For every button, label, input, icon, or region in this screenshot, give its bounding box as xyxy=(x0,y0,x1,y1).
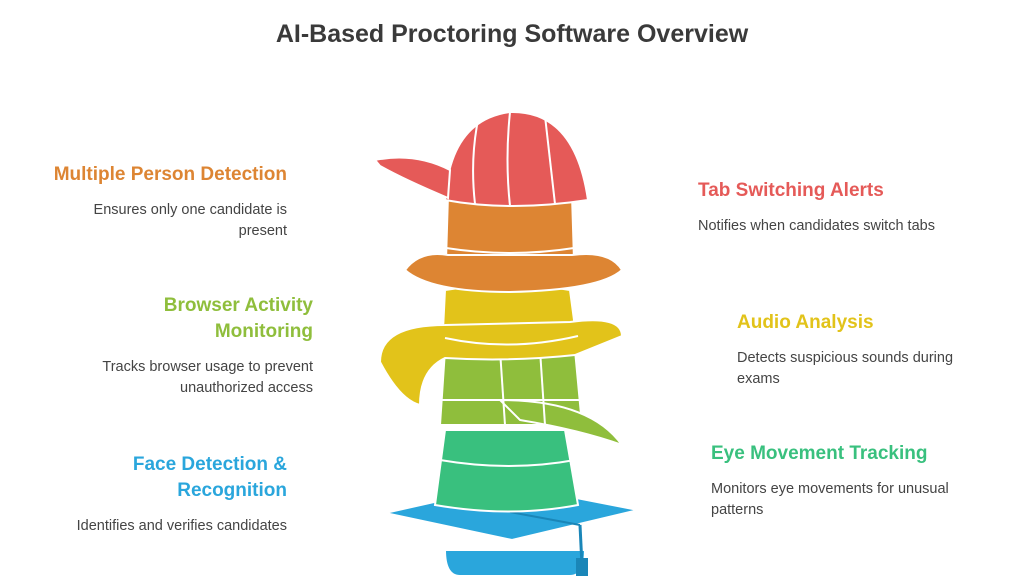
feature-description: Notifies when candidates switch tabs xyxy=(698,218,935,234)
baseball-cap-red-icon xyxy=(373,110,590,207)
feature-title: Face Detection & Recognition xyxy=(132,454,287,501)
hat-stack-illustration xyxy=(373,110,639,576)
bucket-hat-teal-icon xyxy=(433,429,580,513)
feature-title: Tab Switching Alerts xyxy=(698,180,884,201)
feature-eye-movement-tracking: Eye Movement Tracking Monitors eye movem… xyxy=(711,441,961,521)
feature-browser-activity-monitoring: Browser Activity Monitoring Tracks brows… xyxy=(60,293,313,399)
page-title: AI-Based Proctoring Software Overview xyxy=(275,20,749,48)
feature-face-detection-recognition: Face Detection & Recognition Identifies … xyxy=(30,452,287,537)
feature-title: Audio Analysis xyxy=(737,312,874,333)
feature-description: Ensures only one candidate is present xyxy=(93,202,287,239)
feature-title: Multiple Person Detection xyxy=(53,164,287,185)
feature-audio-analysis: Audio Analysis Detects suspicious sounds… xyxy=(737,310,997,390)
feature-multiple-person-detection: Multiple Person Detection Ensures only o… xyxy=(20,162,287,242)
feature-title: Browser Activity Monitoring xyxy=(163,295,313,342)
feature-description: Detects suspicious sounds during exams xyxy=(737,350,954,387)
feature-tab-switching-alerts: Tab Switching Alerts Notifies when candi… xyxy=(698,178,958,237)
feature-description: Identifies and verifies candidates xyxy=(76,518,287,534)
feature-title: Eye Movement Tracking xyxy=(711,443,928,464)
feature-description: Monitors eye movements for unusual patte… xyxy=(711,481,949,518)
feature-description: Tracks browser usage to prevent unauthor… xyxy=(102,359,313,396)
